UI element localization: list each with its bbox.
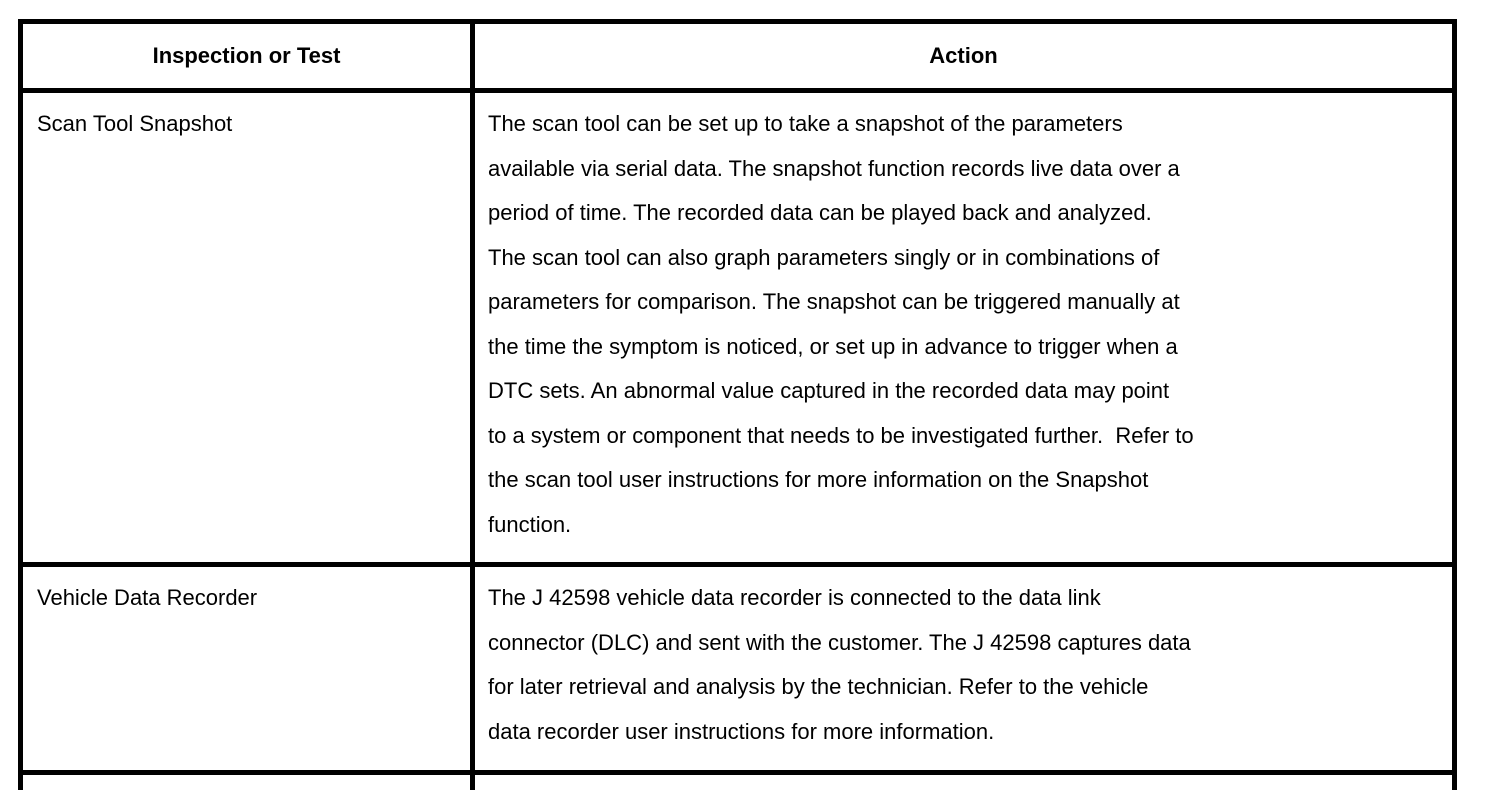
table-header-row: Inspection or Test Action [23,24,1452,93]
inspection-label: Scan Tool Snapshot [37,111,233,136]
text-line: the scan tool user instructions for more… [488,467,1149,492]
text-line: available via serial data. The snapshot … [488,155,1180,181]
inspection-cell: Vehicle Data Recorder [23,567,475,770]
text-line: DTC sets. An abnormal value captured in … [488,378,1170,403]
cropped-cell [23,775,475,790]
text-line: the time the symptom is noticed, or set … [488,333,1178,359]
text-line: period of time. The recorded data can be… [488,200,1152,225]
text-line: parameters for comparison. The snapshot … [488,289,1180,314]
table-row-scan-tool-snapshot: Scan Tool Snapshot The scan tool can be … [23,93,1452,567]
text-line: for later retrieval and analysis by the … [488,674,1149,699]
action-cell: The J 42598 vehicle data recorder is con… [475,567,1452,770]
action-cell: The scan tool can be set up to take a sn… [475,93,1452,562]
cropped-next-row-sliver [23,775,1452,790]
text-line: The J 42598 vehicle data recorder is con… [488,585,1101,610]
text-line: connector (DLC) and sent with the custom… [488,629,1191,655]
column-header-inspection-or-test: Inspection or Test [23,24,475,88]
text-line: The scan tool can also graph parameters … [488,244,1160,270]
text-line: The scan tool can be set up to take a sn… [488,111,1123,136]
text-line: to a system or component that needs to b… [488,422,1194,448]
cropped-cell [475,775,1452,790]
inspection-cell: Scan Tool Snapshot [23,93,475,562]
column-header-action: Action [929,43,998,68]
inspection-label: Vehicle Data Recorder [37,585,258,610]
text-line: function. [488,511,572,537]
table-row-vehicle-data-recorder: Vehicle Data Recorder The J 42598 vehicl… [23,567,1452,775]
text-line: data recorder user instructions for more… [488,718,995,744]
inspection-action-table: Inspection or Test Action Scan Tool Snap… [18,19,1457,790]
